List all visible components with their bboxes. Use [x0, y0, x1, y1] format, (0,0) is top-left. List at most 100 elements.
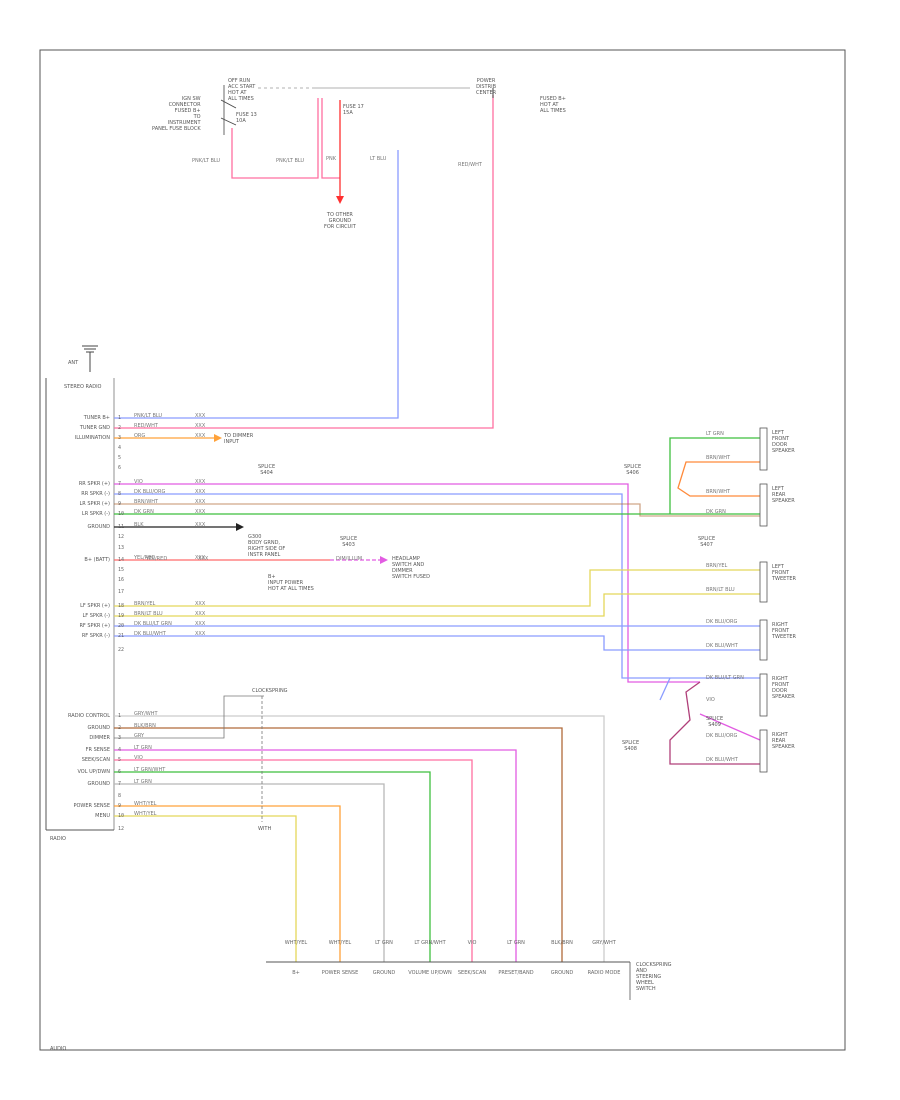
ground-wire-arrow-icon: [236, 523, 244, 531]
pin-circuit-code: XXX: [195, 555, 206, 561]
pin-number: 5: [118, 757, 122, 763]
pin-wire-color: DK BLU/ORG: [134, 489, 166, 495]
headlamp-switch-note: HEADLAMP SWITCH AND DIMMER SWITCH FUSED: [392, 556, 430, 580]
speaker-label-line: TWEETER: [772, 576, 797, 582]
pin-number: 9: [118, 803, 122, 809]
pin-function-label: GROUND: [87, 524, 110, 530]
splice-label-line: S406: [626, 470, 639, 476]
pin-wire-color: LT GRN: [134, 745, 152, 751]
pin-function-label: RF SPKR (-): [81, 633, 110, 639]
antenna-label: ANT: [68, 360, 79, 366]
pin-function-label: POWER SENSE: [73, 803, 110, 809]
speaker-label-line: FRONT: [772, 628, 790, 634]
speaker-label-line: SPEAKER: [772, 498, 795, 504]
pin-function-label: B+ (BATT): [84, 557, 110, 563]
speaker-label-line: FRONT: [772, 682, 790, 688]
wire-rf-speaker-blue: [659, 677, 671, 701]
clockspring-pin-name: B+: [292, 970, 300, 976]
wire-fr-sense-violet: [114, 749, 517, 962]
speaker-label-line: SPEAKER: [772, 448, 795, 454]
pin-number: 4: [118, 747, 122, 753]
splice-s403-label: SPLICE S403: [340, 536, 358, 548]
wire-rf-speaker-pink: [699, 713, 761, 741]
speaker-wire-label: DK BLU/LT GRN: [706, 675, 744, 681]
pin-number: 4: [118, 445, 122, 451]
diagram-frame: [39, 49, 846, 1051]
pin-function-label: RR SPKR (+): [78, 481, 110, 487]
pin-number: 21: [118, 633, 125, 639]
speaker-wire-label: BRN/WHT: [706, 489, 731, 495]
dimmer-arrow-icon: [380, 556, 388, 564]
pin-wire-color: BRN/WHT: [134, 499, 159, 505]
wire-label-pnk-lt-blu-a: PNK/LT BLU: [192, 158, 221, 164]
wire-label-red-wht: RED/WHT: [458, 162, 482, 168]
clockspring-wire-label: LT GRN: [507, 940, 525, 946]
clockspring-title: CLOCKSPRING: [252, 688, 288, 694]
pin-number: 13: [118, 545, 125, 551]
pin-circuit-code: XXX: [195, 413, 206, 419]
antenna-icon: [82, 345, 98, 372]
clockspring-pin-name: PRESET/BAND: [498, 970, 534, 976]
pin-function-label: SEEK/SCAN: [81, 757, 110, 763]
pin-number: 1: [118, 415, 122, 421]
pin-number: 7: [118, 481, 122, 487]
wire-label-pnk: PNK: [326, 156, 337, 162]
pin-number: 10: [118, 511, 125, 517]
pin-wire-color: BRN/YEL: [134, 601, 156, 607]
ignition-positions-label: OFF RUN ACC START HOT AT ALL TIMES: [228, 78, 256, 102]
pin-wire-color: PNK/LT BLU: [134, 413, 163, 419]
pin-number: 1: [118, 713, 122, 719]
pin-wire-color: WHT/YEL: [134, 811, 157, 817]
speaker-label-line: FRONT: [772, 570, 790, 576]
pin-function-label: LR SPKR (+): [79, 501, 110, 507]
clockspring-wire-label: LT GRN/WHT: [414, 940, 446, 946]
pin-function-label: LF SPKR (-): [82, 613, 111, 619]
splice-label-line: SPLICE: [622, 740, 640, 746]
pin-circuit-code: XXX: [195, 499, 206, 505]
pin-number: 6: [118, 769, 122, 775]
clockspring-pin-name: SEEK/SCAN: [457, 970, 487, 976]
wire-lr-plus-brown: [114, 503, 760, 517]
dimmer-switch-label: DIM/ILLUM: [336, 556, 363, 562]
speaker-wire-label: DK BLU/ORG: [706, 619, 738, 625]
pin-wire-color: BLK: [134, 522, 144, 528]
pin-number: 3: [118, 435, 122, 441]
pin-number: 22: [118, 647, 125, 653]
wire-radio-ctrl-gray: [114, 715, 605, 962]
wire-rf-speaker-violet: [669, 681, 760, 765]
clockspring-wire-label: LT GRN: [375, 940, 393, 946]
pin-function-label: GROUND: [87, 781, 110, 787]
pin-function-label: RF SPKR (+): [79, 623, 110, 629]
pin-number: 18: [118, 603, 125, 609]
pin-wire-color: LT GRN: [134, 779, 152, 785]
fuse-17-label: FUSE 17 15A: [343, 104, 364, 116]
pin-circuit-code: XXX: [195, 479, 206, 485]
ground-arrow-icon: [336, 196, 344, 204]
pin-wire-color: ORG: [134, 433, 146, 439]
pin-number: 11: [118, 524, 125, 530]
pin-function-label: LF SPKR (+): [80, 603, 110, 609]
pin-wire-color: LT GRN/WHT: [134, 767, 166, 773]
pdc-right-label: FUSED B+ HOT AT ALL TIMES: [540, 96, 566, 114]
speaker-wire-label: BRN/LT BLU: [706, 587, 735, 593]
pin-function-label: RADIO CONTROL: [68, 713, 110, 719]
pin-wire-color: RED/WHT: [134, 423, 158, 429]
splice-label-line: SPLICE: [706, 716, 724, 722]
radio-title: STEREO RADIO: [64, 384, 102, 390]
speaker-label-line: LEFT: [772, 564, 784, 570]
pin-number: 2: [118, 425, 122, 431]
speaker-label-line: SPEAKER: [772, 744, 795, 750]
speaker-label-line: RIGHT: [772, 676, 788, 682]
pin-wire-color: VIO: [134, 755, 143, 761]
speaker-wire-label: VIO: [706, 697, 715, 703]
pin-wire-color: GRY/WHT: [134, 711, 158, 717]
clockspring-wire-label: VIO: [467, 940, 477, 946]
splice-label-line: SPLICE: [624, 464, 642, 470]
ground-g300-note: G300 BODY GRND, RIGHT SIDE OF INSTR PANE…: [248, 534, 286, 558]
pin-function-label: LR SPKR (-): [81, 511, 110, 517]
